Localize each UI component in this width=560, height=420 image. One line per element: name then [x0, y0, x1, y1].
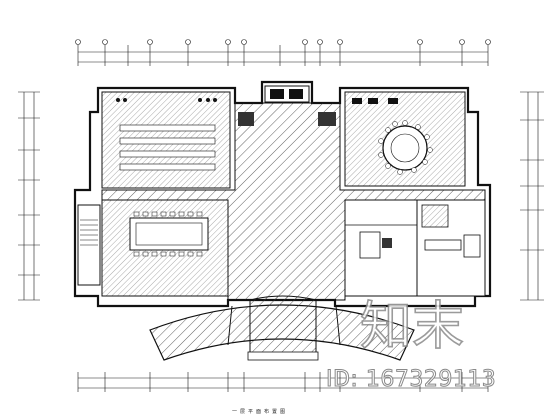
conference-room [101, 199, 229, 297]
central-lobby-hatch [101, 102, 486, 301]
brand-watermark-logo: 知末 [360, 296, 465, 352]
top-dimension-lines [77, 45, 489, 66]
reception-room [416, 199, 486, 297]
bottom-dimension-lines [77, 372, 489, 392]
top-axis-bubbles [75, 39, 491, 45]
planters [238, 112, 336, 126]
entrance-canopy [149, 295, 415, 361]
watermark-id: ID: 167329113 [325, 367, 497, 393]
building-outline [73, 80, 492, 308]
drawing-title: 一 层 平 面 布 置 图 [232, 409, 286, 415]
office-room [344, 199, 418, 297]
right-dimension-lines [520, 91, 544, 301]
upper-entrance-block [264, 85, 310, 103]
left-dimension-lines [18, 91, 40, 301]
training-room [101, 91, 231, 189]
dining-room [344, 91, 466, 187]
brand-watermark-glyphs: 知末 [360, 297, 464, 352]
left-stair-wing [77, 204, 101, 286]
